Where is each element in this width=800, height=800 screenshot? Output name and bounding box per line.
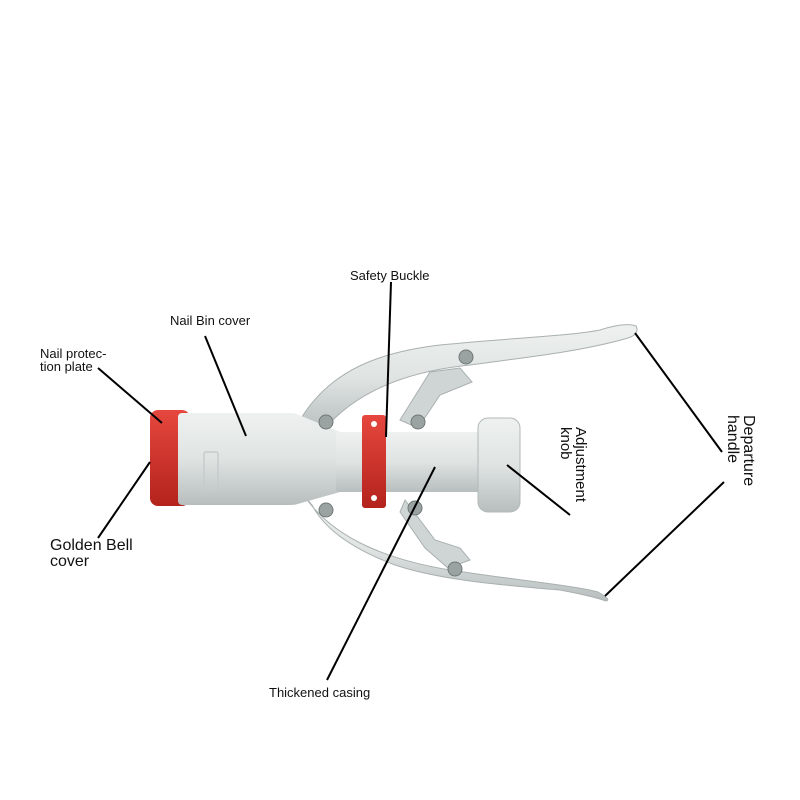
golden-bell-cover-label: Golden Bell cover: [50, 537, 133, 570]
leader-departure-lower: [604, 481, 725, 597]
body-taper: [294, 413, 340, 505]
leader-adjustment-knob: [506, 464, 571, 516]
departure-handle-label: Departure handle: [724, 415, 757, 487]
screw-lower-right: [447, 561, 463, 577]
safety-buckle-label: Safety Buckle: [350, 268, 430, 283]
upper-linkage: [399, 367, 473, 429]
screw-upper-right: [458, 349, 474, 365]
nail-bin-cylinder: [178, 413, 296, 505]
nail-protection-plate-label: Nail protec- tion plate: [40, 346, 107, 374]
screw-upper-mid: [410, 414, 426, 430]
leader-nail-plate: [97, 367, 163, 424]
thickened-casing-label: Thickened casing: [269, 685, 371, 700]
lower-handle-arm: [304, 496, 609, 602]
upper-handle-arm: [299, 324, 638, 433]
leader-nail-bin: [204, 335, 247, 437]
pivot-screws: [318, 349, 474, 577]
leader-safety-buckle: [385, 281, 392, 438]
safety-buckle-hole-top: [371, 421, 377, 427]
leader-golden-bell: [97, 461, 151, 539]
adjustment-knob: [477, 417, 521, 513]
nail-bin-badge: [203, 451, 219, 491]
thickened-casing-shaft: [336, 432, 488, 492]
safety-buckle-hole-bottom: [371, 495, 377, 501]
safety-buckle: [362, 415, 386, 508]
leader-thickened-casing: [326, 466, 436, 681]
screw-upper-left: [318, 414, 334, 430]
leader-lines: [97, 281, 725, 681]
leader-departure-upper: [634, 332, 723, 453]
nail-bin-cover-label: Nail Bin cover: [170, 313, 251, 328]
screw-lower-left: [318, 502, 334, 518]
adjustment-knob-label: Adjustment knob: [557, 427, 589, 503]
